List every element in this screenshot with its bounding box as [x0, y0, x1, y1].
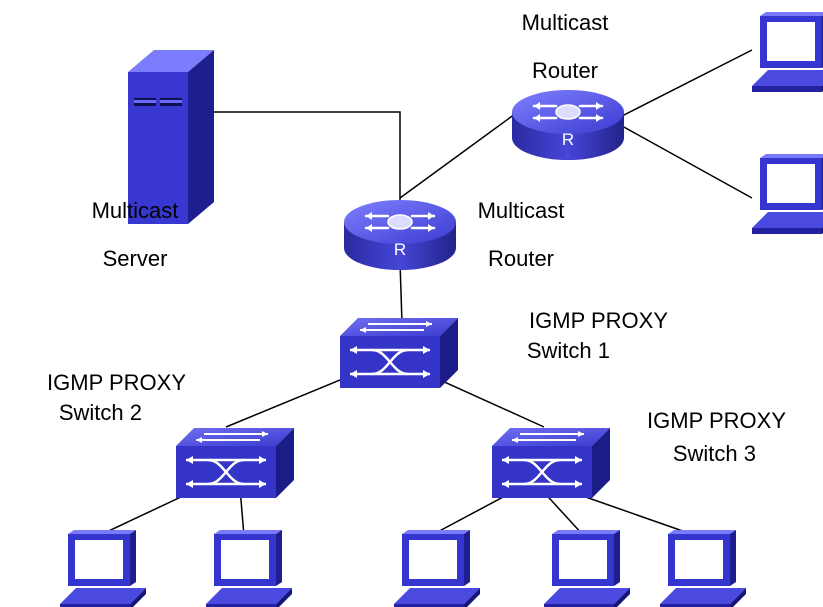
multicast-router-mid-icon — [342, 198, 458, 272]
multicast-router-mid-label-line1: Multicast — [477, 198, 565, 223]
pc-top-right-icon — [752, 12, 823, 92]
pc-bottom-1-icon — [60, 530, 146, 607]
igmp-proxy-switch2-label-line1: IGMP PROXY — [47, 370, 186, 395]
multicast-router-top-label-line2: Router — [531, 58, 599, 83]
router-mid-glyph: R — [394, 240, 406, 259]
link-router-router — [399, 113, 516, 199]
link-switch1-switch2 — [225, 379, 341, 428]
multicast-server-label-line1: Multicast — [91, 198, 179, 223]
igmp-proxy-switch3-label-line1: IGMP PROXY — [647, 408, 786, 433]
pc-bottom-5-icon — [660, 530, 746, 607]
link-router-switch1 — [399, 261, 403, 324]
link-switch1-switch3 — [439, 379, 545, 428]
igmp-proxy-switch1-label-line2: Switch 1 — [526, 338, 610, 363]
igmp-proxy-switch3-label-line2: Switch 3 — [672, 441, 756, 466]
router-top-glyph: R — [562, 130, 574, 149]
igmp-proxy-switch2-icon — [174, 426, 296, 500]
multicast-router-top-label-line1: Multicast — [521, 10, 609, 35]
link-server-router — [210, 111, 401, 200]
igmp-proxy-switch1-label-line1: IGMP PROXY — [529, 308, 668, 333]
multicast-router-mid-label-line2: Router — [487, 246, 555, 271]
pc-bottom-4-icon — [544, 530, 630, 607]
multicast-server-icon — [128, 50, 214, 224]
link-router-pc-top — [621, 49, 753, 117]
pc-bottom-2-icon — [206, 530, 292, 607]
multicast-router-top-icon — [510, 88, 626, 162]
multicast-server-label-line2: Server — [102, 246, 168, 271]
pc-mid-right-icon — [752, 154, 823, 234]
link-router-pc-mid — [621, 125, 753, 199]
igmp-proxy-switch2-label-line2: Switch 2 — [58, 400, 142, 425]
pc-bottom-3-icon — [394, 530, 480, 607]
